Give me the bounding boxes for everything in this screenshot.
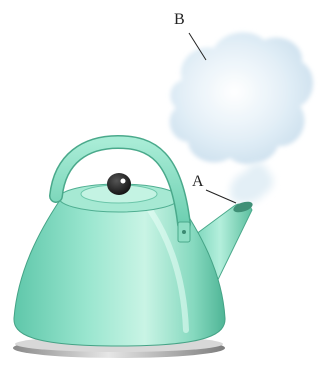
steam-jet [230, 163, 273, 203]
label-a: A [192, 173, 204, 190]
kettle-body [14, 191, 225, 346]
label-b: B [174, 11, 185, 28]
steam-cloud [170, 32, 313, 164]
lid-knob [107, 173, 131, 195]
